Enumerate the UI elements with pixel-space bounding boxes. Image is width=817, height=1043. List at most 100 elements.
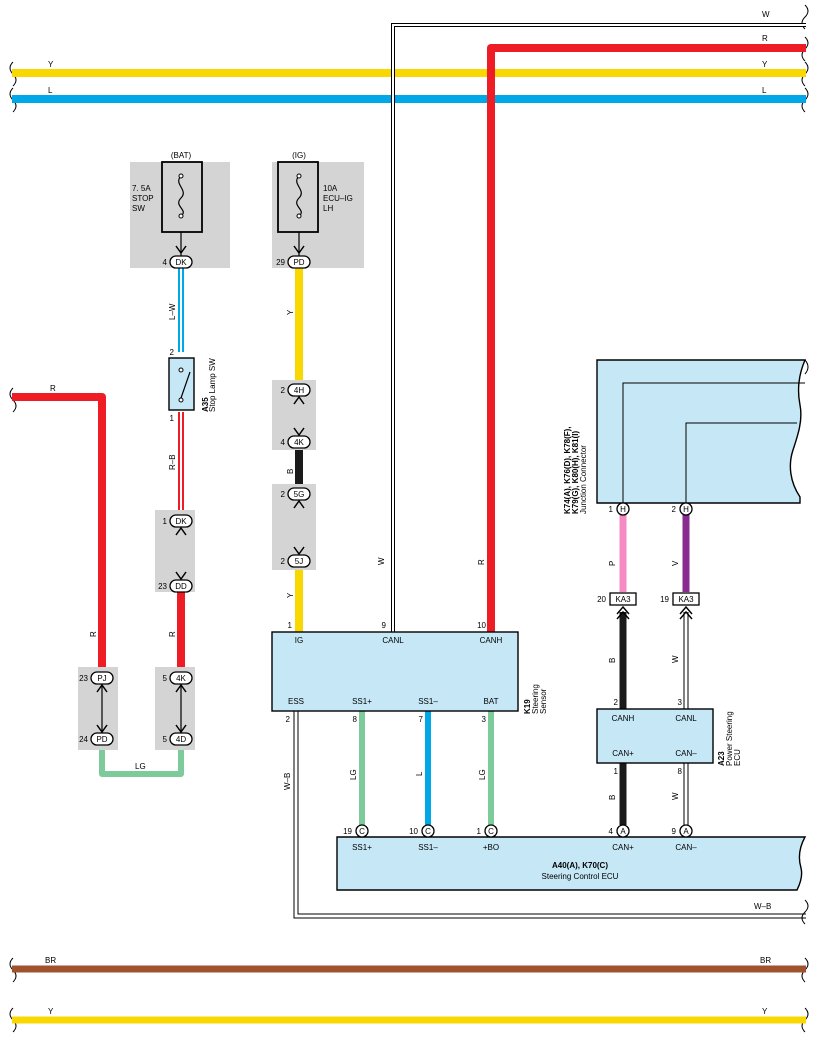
conn-pd-code: PD — [96, 735, 107, 744]
bus-y2-right-label: Y — [762, 1007, 768, 1016]
ecu-pin3-num: 1 — [477, 827, 482, 836]
ka3-right-code: KA3 — [678, 595, 694, 604]
ecu-pin4-conn: A — [620, 827, 626, 836]
wire-y-lower: Y — [286, 567, 303, 632]
wire-w-canm-label: W — [671, 792, 680, 800]
wire-p-label: P — [608, 561, 617, 566]
wire-lg-loop-label: LG — [135, 762, 146, 771]
conn-dk-pin: 1 — [163, 517, 168, 526]
sensor-code: K19 — [523, 699, 532, 714]
wire-r-canh-label: R — [477, 559, 486, 565]
ps-label-canl: CANL — [675, 714, 697, 723]
bus-br-left-label: BR — [45, 956, 56, 965]
wire-lw-label: L–W — [168, 303, 177, 320]
conn-5j-pin: 2 — [281, 557, 286, 566]
ecu-pin1-num: 19 — [343, 827, 352, 836]
fuse-stop-name2: SW — [132, 204, 145, 213]
bus-y-left-label: Y — [48, 60, 54, 69]
bus-w-label: W — [762, 10, 770, 19]
wire-wb-ess: W–B W–B — [283, 711, 806, 919]
conn-5j-code: 5J — [295, 557, 303, 566]
sensor-pin-10: 10 — [477, 621, 486, 630]
wire-w-canl: W W — [377, 10, 806, 632]
sensor-label-canh: CANH — [480, 636, 503, 645]
switch-pin-top: 2 — [170, 348, 175, 357]
ka3-right-pin: 19 — [660, 595, 669, 604]
wire-b-ka3: B — [608, 612, 627, 709]
wire-w-canm: W — [671, 763, 689, 825]
ecu-pin4-num: 4 — [609, 827, 614, 836]
ecu-pin5-num: 9 — [672, 827, 677, 836]
ps-pin-canl: 3 — [678, 698, 683, 707]
conn-4k-pin: 5 — [163, 674, 168, 683]
wire-wb-label: W–B — [283, 773, 292, 790]
sensor-pin-2: 2 — [286, 715, 291, 724]
fuse-stop-rating: 7. 5A — [132, 184, 151, 193]
power-steering-ecu: 2 CANH 3 CANL CAN+ 1 CAN– 8 A23 Power St… — [596, 698, 742, 776]
switch-pin-bottom: 1 — [170, 414, 175, 423]
wire-r-4k-label: R — [168, 631, 177, 637]
wire-r-left: R R — [12, 384, 106, 672]
bus-y-top: Y Y — [12, 60, 806, 77]
ecu-pin3-label: +BO — [483, 843, 499, 852]
ecu-pin2-conn: C — [425, 827, 431, 836]
conn-pj-pd: PJ 23 PD 24 — [78, 667, 118, 750]
sensor-label-ss1m: SS1– — [418, 697, 438, 706]
ecu-pin1-conn: C — [359, 827, 365, 836]
ps-pin-canm: 8 — [678, 767, 683, 776]
junction-pin1-code: H — [620, 505, 626, 514]
junction-connector: K74(A), K76(D), K78(F), K79(G), K80(H), … — [563, 359, 807, 516]
ps-name1: Power Steering — [725, 711, 734, 766]
fuse-ecu-ig-name2: LH — [323, 204, 333, 213]
fuse-ecu-ig-source: (IG) — [292, 151, 306, 160]
switch-name: Stop Lamp SW — [208, 358, 217, 412]
conn-4d-code: 4D — [176, 735, 186, 744]
sensor-name2: Sensor — [539, 688, 548, 714]
wire-y-upper-label: Y — [286, 309, 295, 315]
wire-lg-bat: LG — [478, 711, 494, 825]
ka3-left-pin: 20 — [597, 595, 606, 604]
wire-b-canp-label: B — [608, 795, 617, 800]
bus-l-right-label: L — [762, 86, 767, 95]
conn-4k-mid-code: 4K — [294, 438, 304, 447]
conn-4k-4d: 4K 5 4D 5 — [155, 667, 195, 750]
ecu-pin5-conn: A — [683, 827, 689, 836]
ps-pin-canp: 1 — [614, 767, 619, 776]
stop-lamp-switch: 2 1 A35 Stop Lamp SW — [168, 348, 217, 423]
steering-control-ecu: C 19 SS1+ C 10 SS1– C 1 +BO A 4 CAN+ A 9… — [336, 824, 807, 891]
junction-code-line2: K79(G), K80(H), K81(I) — [571, 431, 580, 514]
fuse-stop-source: (BAT) — [171, 151, 192, 160]
bus-br: BR BR — [12, 956, 806, 973]
conn-5g-code: 5G — [294, 490, 305, 499]
junction-pin2-code: H — [683, 505, 689, 514]
switch-code: A35 — [201, 397, 210, 412]
wire-lg-bat-label: LG — [478, 769, 487, 780]
junction-pin2: 2 — [672, 505, 677, 514]
bus-y-right-label: Y — [762, 60, 768, 69]
wire-w-canl-label: W — [377, 557, 386, 565]
conn-4h-4k: 4H 2 4K 4 — [272, 380, 316, 450]
right-break-marks — [801, 4, 809, 1033]
conn-4k-mid-pin: 4 — [281, 438, 286, 447]
fuse-stop-name1: STOP — [132, 194, 154, 203]
sensor-label-ss1p: SS1+ — [352, 697, 372, 706]
wire-l-ss1m-label: L — [415, 771, 424, 776]
conn-pj-code: PJ — [97, 674, 106, 683]
wire-v-label: V — [671, 560, 680, 566]
wire-rb-label: R–B — [168, 454, 177, 470]
left-break-marks — [9, 61, 17, 1033]
sensor-pin-1: 1 — [288, 621, 293, 630]
wire-lg-ss1p-label: LG — [349, 769, 358, 780]
ps-code: A23 — [717, 751, 726, 766]
sensor-name1: Steering — [531, 684, 540, 714]
fuse-ecu-ig-conn: PD — [293, 258, 304, 267]
conn-pj-pin: 23 — [79, 674, 88, 683]
ps-label-canp: CAN+ — [612, 749, 634, 758]
ps-label-canm: CAN– — [675, 749, 697, 758]
ecu-code: A40(A), K70(C) — [552, 861, 608, 870]
sensor-pin-9: 9 — [382, 621, 387, 630]
ecu-pin1-label: SS1+ — [352, 843, 372, 852]
wire-r-4k: R — [168, 592, 185, 672]
conn-4h-pin: 2 — [281, 386, 286, 395]
